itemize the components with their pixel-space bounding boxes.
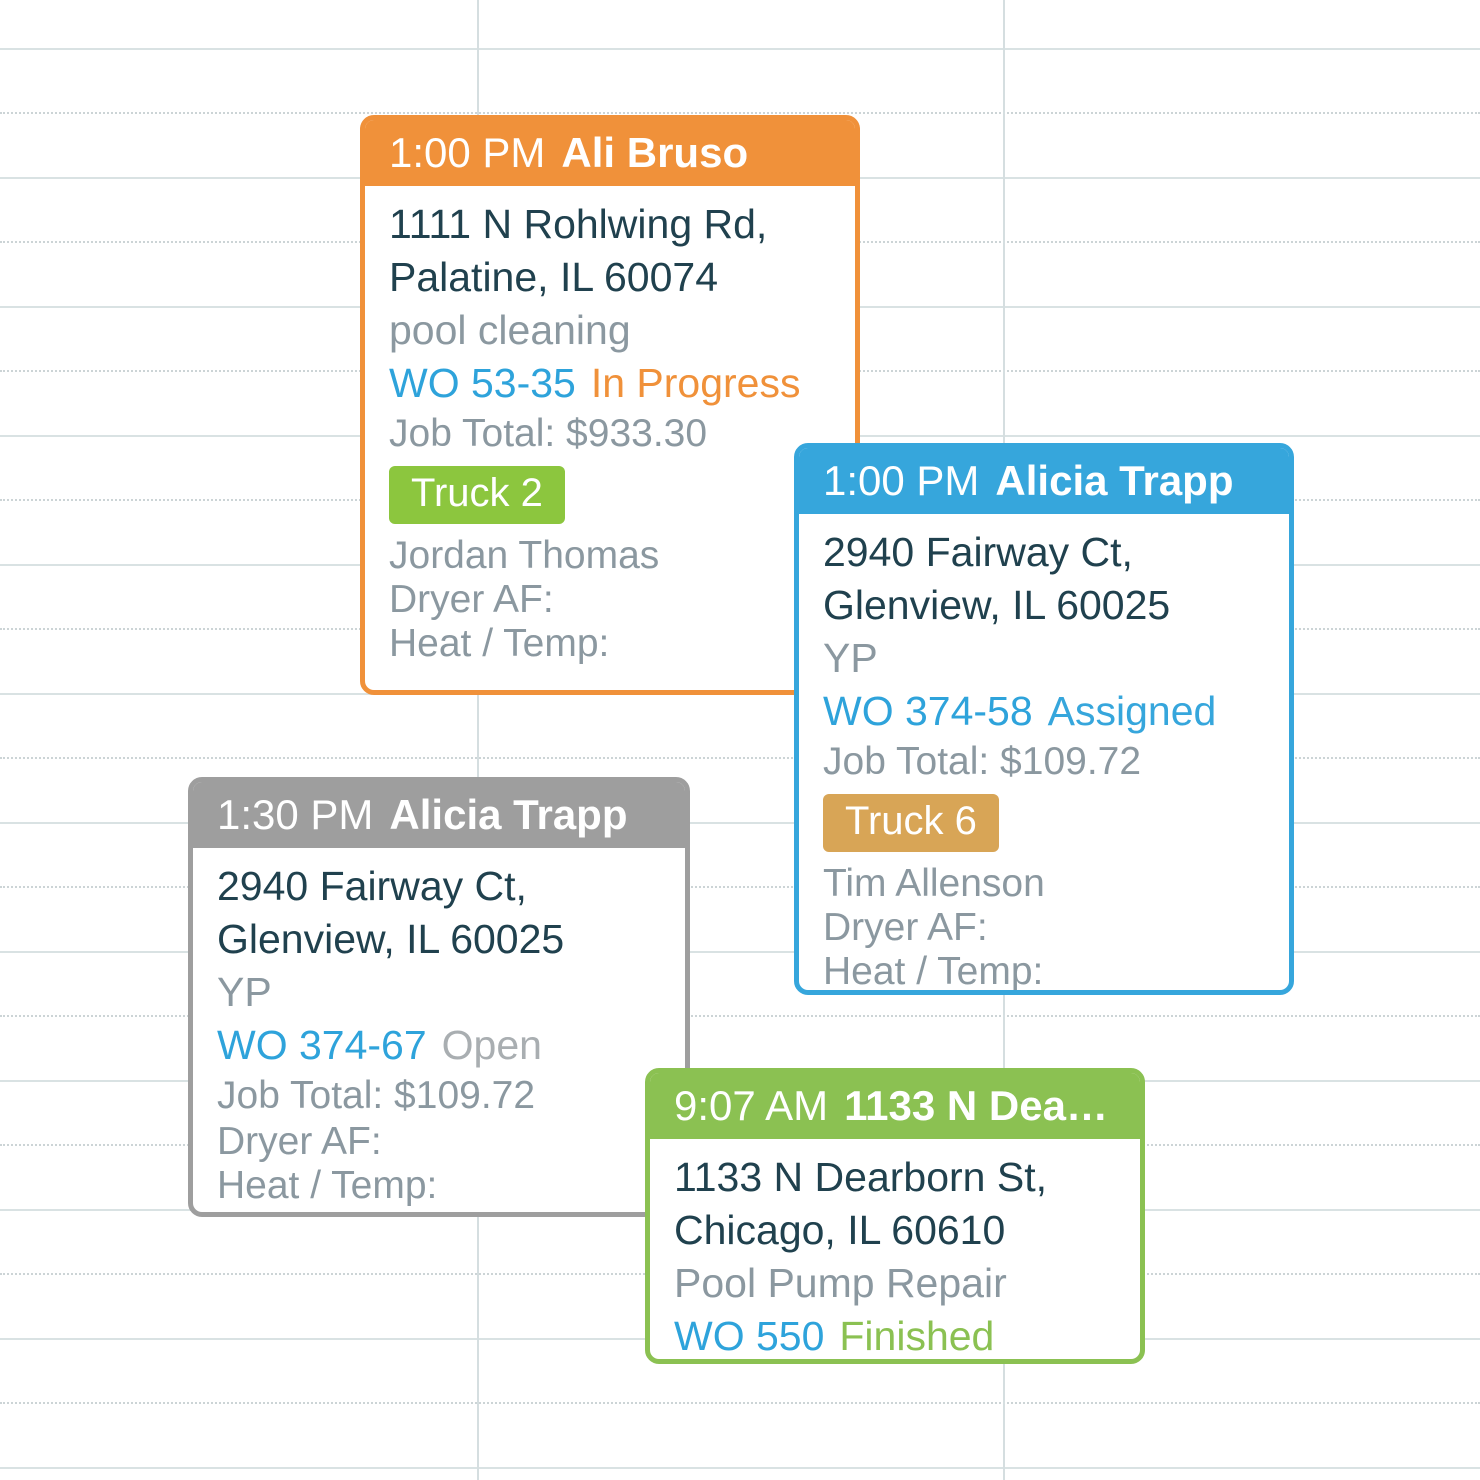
job-address-line2: Glenview, IL 60025 bbox=[217, 916, 565, 962]
job-type: pool cleaning bbox=[389, 307, 631, 353]
work-order-status: In Progress bbox=[590, 360, 801, 406]
job-time: 1:00 PM bbox=[823, 457, 980, 504]
job-address-line1: 2940 Fairway Ct, bbox=[217, 863, 527, 909]
work-order-line: WO 550 Finished bbox=[674, 1310, 1116, 1359]
truck-badge: Truck 2 bbox=[389, 466, 565, 524]
job-card-header: 1:30 PM Alicia Trapp bbox=[193, 782, 685, 848]
technician-name: Tim Allenson bbox=[823, 862, 1045, 905]
dryer-field-label: Dryer AF: bbox=[823, 906, 988, 949]
job-card-alicia-trapp-130pm[interactable]: 1:30 PM Alicia Trapp 2940 Fairway Ct, Gl… bbox=[188, 777, 690, 1217]
heat-temp-field-label: Heat / Temp: bbox=[217, 1164, 438, 1207]
job-address-line2: Palatine, IL 60074 bbox=[389, 254, 719, 300]
work-order-line: WO 374-67 Open bbox=[217, 1019, 661, 1072]
half-hour-gridline bbox=[0, 757, 1480, 759]
work-order-status: Open bbox=[441, 1022, 542, 1068]
job-total: Job Total: $109.72 bbox=[823, 740, 1142, 783]
work-order-link[interactable]: WO 550 bbox=[674, 1313, 825, 1359]
work-order-link[interactable]: WO 53-35 bbox=[389, 360, 576, 406]
job-time: 9:07 AM bbox=[674, 1082, 829, 1129]
hour-gridline bbox=[0, 951, 1480, 953]
job-address-line2: Chicago, IL 60610 bbox=[674, 1207, 1006, 1253]
dryer-field-label: Dryer AF: bbox=[217, 1120, 382, 1163]
work-order-link[interactable]: WO 374-67 bbox=[217, 1022, 427, 1068]
job-card-ali-bruso[interactable]: 1:00 PM Ali Bruso 1111 N Rohlwing Rd, Pa… bbox=[360, 115, 860, 695]
job-address-line1: 1133 N Dearborn St, bbox=[674, 1154, 1048, 1200]
job-title: Alicia Trapp bbox=[995, 457, 1234, 504]
technician-name: Jordan Thomas bbox=[389, 534, 660, 577]
work-order-line: WO 374-58 Assigned bbox=[823, 685, 1265, 738]
heat-temp-field-label: Heat / Temp: bbox=[389, 622, 610, 665]
job-card-body: 1111 N Rohlwing Rd, Palatine, IL 60074 p… bbox=[365, 186, 855, 666]
job-total: Job Total: $933.30 bbox=[389, 412, 708, 455]
job-card-alicia-trapp-100pm[interactable]: 1:00 PM Alicia Trapp 2940 Fairway Ct, Gl… bbox=[794, 443, 1294, 995]
work-order-line: WO 53-35 In Progress bbox=[389, 357, 831, 410]
work-order-status: Assigned bbox=[1047, 688, 1217, 734]
job-address-line1: 2940 Fairway Ct, bbox=[823, 529, 1133, 575]
day-column-gridline bbox=[477, 0, 479, 1480]
hour-gridline bbox=[0, 1467, 1480, 1469]
job-title: 1133 N Dear… bbox=[844, 1082, 1116, 1129]
job-type: YP bbox=[217, 969, 272, 1015]
job-type: Pool Pump Repair bbox=[674, 1260, 1007, 1306]
job-card-body: 1133 N Dearborn St, Chicago, IL 60610 Po… bbox=[650, 1139, 1140, 1359]
job-card-body: 2940 Fairway Ct, Glenview, IL 60025 YP W… bbox=[799, 514, 1289, 993]
truck-badge: Truck 6 bbox=[823, 794, 999, 852]
heat-temp-field-label: Heat / Temp: bbox=[823, 950, 1044, 993]
half-hour-gridline bbox=[0, 886, 1480, 888]
job-card-header: 1:00 PM Alicia Trapp bbox=[799, 448, 1289, 514]
half-hour-gridline bbox=[0, 1015, 1480, 1017]
job-card-body: 2940 Fairway Ct, Glenview, IL 60025 YP W… bbox=[193, 848, 685, 1208]
job-address-line1: 1111 N Rohlwing Rd, bbox=[389, 201, 768, 247]
job-card-header: 1:00 PM Ali Bruso bbox=[365, 120, 855, 186]
dryer-field-label: Dryer AF: bbox=[389, 578, 554, 621]
job-type: YP bbox=[823, 635, 878, 681]
half-hour-gridline bbox=[0, 112, 1480, 114]
job-time: 1:00 PM bbox=[389, 129, 546, 176]
job-title: Ali Bruso bbox=[561, 129, 749, 176]
job-card-1133-n-dearborn[interactable]: 9:07 AM 1133 N Dear… 1133 N Dearborn St,… bbox=[645, 1068, 1145, 1364]
job-time: 1:30 PM bbox=[217, 791, 374, 838]
work-order-status: Finished bbox=[839, 1313, 995, 1359]
job-total: Job Total: $109.72 bbox=[217, 1074, 536, 1117]
half-hour-gridline bbox=[0, 1402, 1480, 1404]
hour-gridline bbox=[0, 48, 1480, 50]
job-card-header: 9:07 AM 1133 N Dear… bbox=[650, 1073, 1140, 1139]
job-address-line2: Glenview, IL 60025 bbox=[823, 582, 1171, 628]
hour-gridline bbox=[0, 822, 1480, 824]
job-title: Alicia Trapp bbox=[389, 791, 628, 838]
work-order-link[interactable]: WO 374-58 bbox=[823, 688, 1033, 734]
